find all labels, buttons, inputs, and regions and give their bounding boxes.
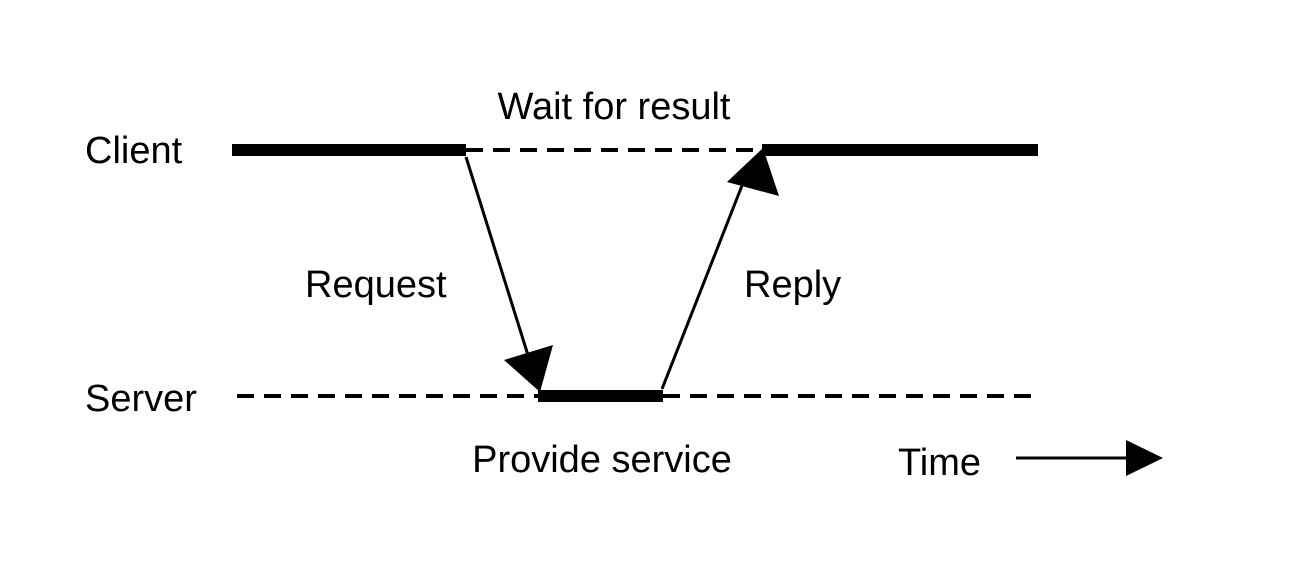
time-axis-arrowhead-icon bbox=[1126, 440, 1163, 476]
lifeline-label-client: Client bbox=[85, 130, 183, 172]
message-label-request: Request bbox=[305, 264, 447, 306]
reply-arrowhead-icon bbox=[727, 148, 779, 196]
lifeline-label-server: Server bbox=[85, 378, 197, 420]
message-label-reply: Reply bbox=[744, 264, 841, 306]
participant-server: Server bbox=[85, 378, 1038, 420]
time-axis-label: Time bbox=[898, 442, 981, 484]
annotation-wait-for-result: Wait for result bbox=[498, 86, 731, 128]
annotation-provide-service: Provide service bbox=[472, 439, 732, 481]
time-axis: Time bbox=[898, 440, 1163, 484]
reply-arrow-line bbox=[660, 177, 747, 390]
request-arrowhead-icon bbox=[504, 345, 553, 392]
participant-client: Client bbox=[85, 130, 1038, 172]
message-reply: Reply bbox=[660, 148, 841, 390]
message-request: Request bbox=[305, 156, 553, 392]
request-arrow-line bbox=[464, 156, 534, 369]
